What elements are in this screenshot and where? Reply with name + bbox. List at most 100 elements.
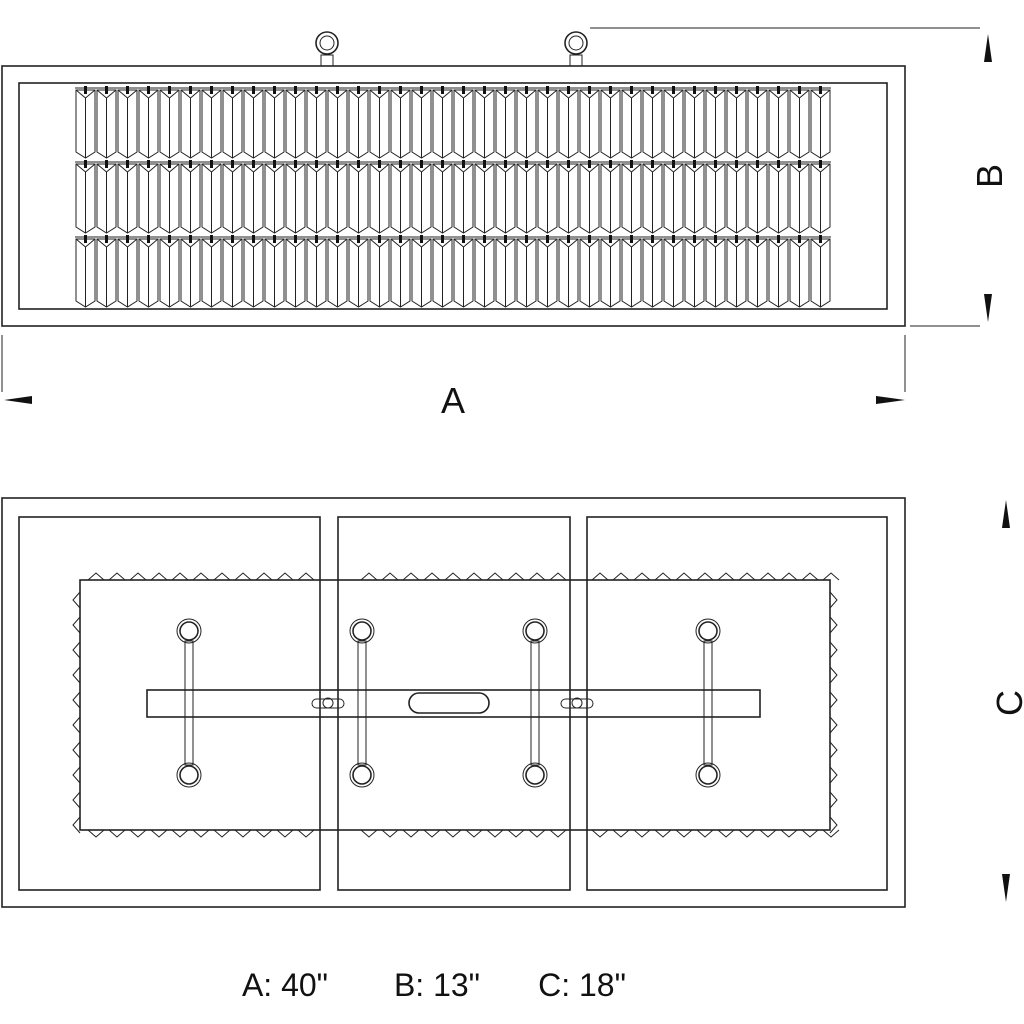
crystal-clip [105, 86, 108, 94]
crystal-clip [441, 86, 444, 94]
crystal-clip [84, 86, 87, 94]
crystal [306, 238, 327, 308]
crystal [201, 238, 222, 308]
crystal-tip [507, 572, 525, 581]
crystal-clip [630, 160, 633, 168]
crystal-clip [147, 160, 150, 168]
crystal-tip [108, 829, 126, 838]
crystal-clip [420, 235, 423, 243]
crystal [495, 89, 516, 159]
candle-cup [695, 618, 721, 644]
crystal [579, 89, 600, 159]
crystal [243, 89, 264, 159]
crystal [432, 238, 453, 308]
arm [184, 640, 194, 766]
crystal [495, 163, 516, 234]
arrow-right-icon [876, 396, 905, 404]
crystal-tip [738, 572, 756, 581]
crystal-clip [231, 86, 234, 94]
crystal-clip [504, 160, 507, 168]
crystal [159, 238, 180, 308]
crystal [117, 238, 138, 308]
crystal-clip [378, 160, 381, 168]
outer-frame [1, 65, 906, 327]
crystal-tip [549, 572, 567, 581]
crystal [747, 89, 768, 159]
label-b: B [969, 164, 1010, 188]
crystal [306, 163, 327, 234]
panel-right [586, 516, 888, 891]
crystal-clip [273, 86, 276, 94]
crystal [453, 238, 474, 308]
crystal [453, 89, 474, 159]
crystal [96, 238, 117, 308]
crystal-clip [735, 86, 738, 94]
crystal-tip [72, 641, 81, 659]
crystal-clip [525, 160, 528, 168]
crystal-clip [483, 235, 486, 243]
label-c: C [989, 690, 1024, 716]
crystal [369, 89, 390, 159]
crystal-tip [829, 666, 838, 684]
crystal-tip [423, 572, 441, 581]
crystal-tip [234, 572, 252, 581]
crystal-tip [591, 572, 609, 581]
crystal-clip [126, 235, 129, 243]
crystal [180, 238, 201, 308]
crystal-clip [252, 160, 255, 168]
crystal [75, 89, 96, 159]
candle-arms [176, 618, 721, 788]
crystal-tip [87, 829, 105, 838]
crystal [264, 238, 285, 308]
crystal-tip [507, 829, 525, 838]
crystal [768, 163, 789, 234]
crystal-tip [822, 572, 840, 581]
crystal [327, 238, 348, 308]
crystal-clip [336, 86, 339, 94]
crystal-tip [829, 816, 838, 834]
crystal [579, 163, 600, 234]
crystal-tip [829, 591, 838, 609]
crystal-tip [129, 572, 147, 581]
crystal [705, 238, 726, 308]
crystal [243, 163, 264, 234]
crystal-tip [129, 829, 147, 838]
crystal [390, 89, 411, 159]
crystal-clip [567, 160, 570, 168]
crystal-clip [756, 235, 759, 243]
crystal-clip [567, 86, 570, 94]
crystal [663, 238, 684, 308]
crystal-clip [336, 235, 339, 243]
crystal-clip [714, 160, 717, 168]
crystal [348, 238, 369, 308]
crystal [369, 238, 390, 308]
candle-cup [349, 762, 375, 788]
crystal-clip [609, 235, 612, 243]
crystal [789, 89, 810, 159]
crystal-tip [801, 572, 819, 581]
crystal-clip [231, 160, 234, 168]
crystal [789, 238, 810, 308]
crystal-clip [420, 160, 423, 168]
crystal [747, 238, 768, 308]
crystal-tip [675, 572, 693, 581]
crystal [600, 163, 621, 234]
crystal-tip [402, 572, 420, 581]
crystal-clip [189, 160, 192, 168]
crystal-clip [399, 235, 402, 243]
arm [703, 640, 713, 766]
crystal-clip [378, 235, 381, 243]
crystal-clip [693, 160, 696, 168]
crystal-clip [609, 86, 612, 94]
crystal [600, 89, 621, 159]
crystal-clip [126, 160, 129, 168]
crystal-clip [252, 86, 255, 94]
crystal [726, 89, 747, 159]
crystal-clip [189, 235, 192, 243]
crystal-tip [192, 572, 210, 581]
crystal-clip [504, 86, 507, 94]
crystal-clip [819, 86, 822, 94]
center-bar [146, 689, 761, 718]
crystal-tip [72, 591, 81, 609]
